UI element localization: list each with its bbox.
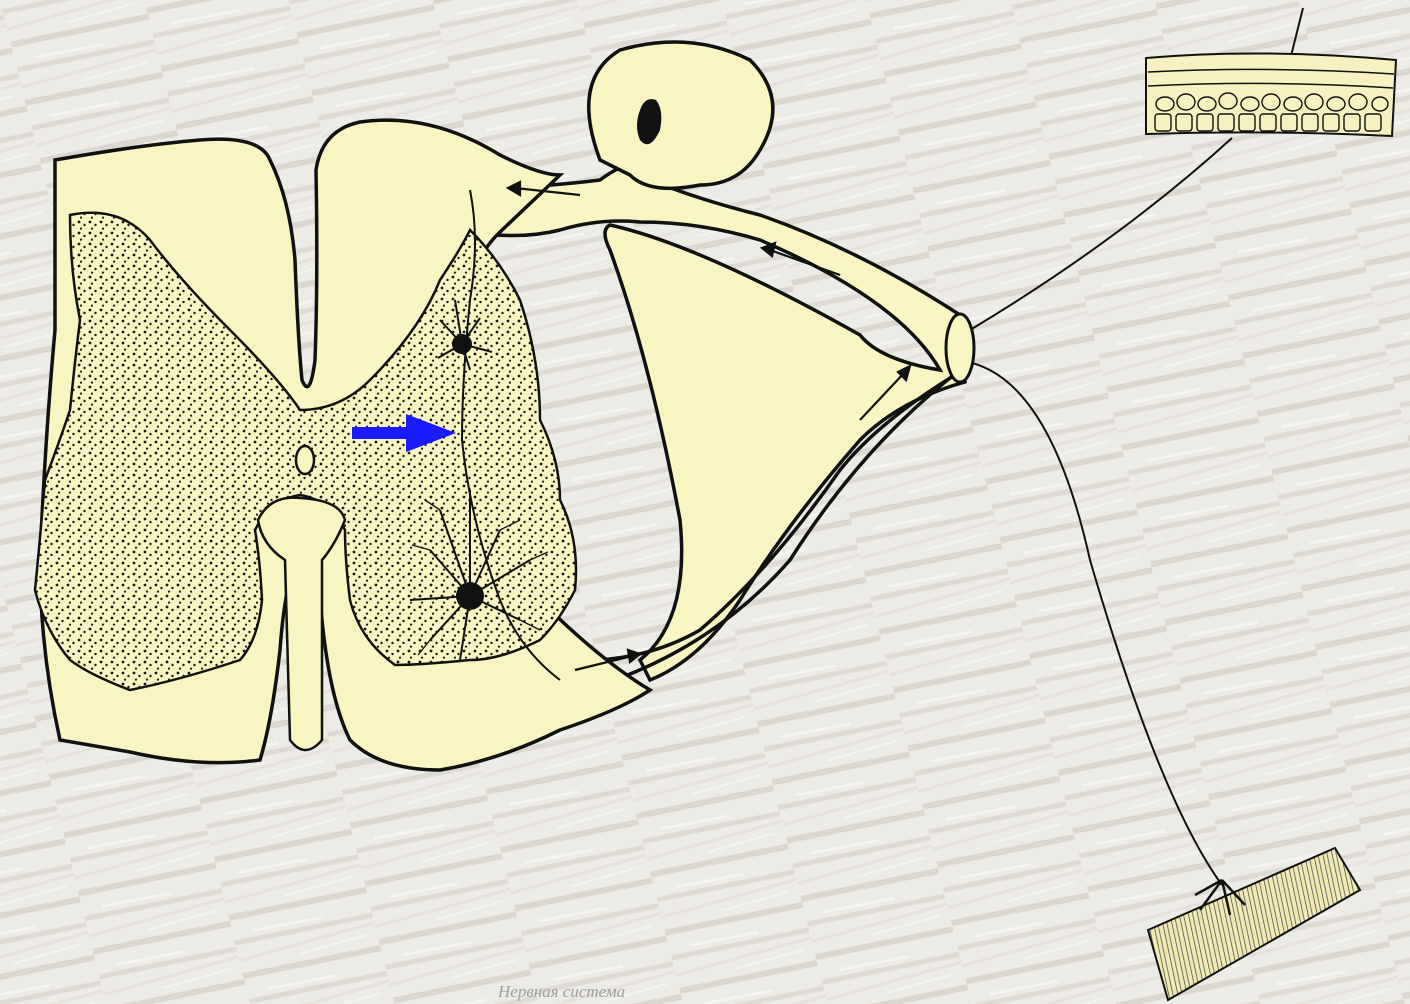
spinal-ganglion-icon	[589, 42, 773, 188]
central-canal	[296, 446, 314, 474]
slide-caption: Нервная система	[498, 982, 625, 1002]
